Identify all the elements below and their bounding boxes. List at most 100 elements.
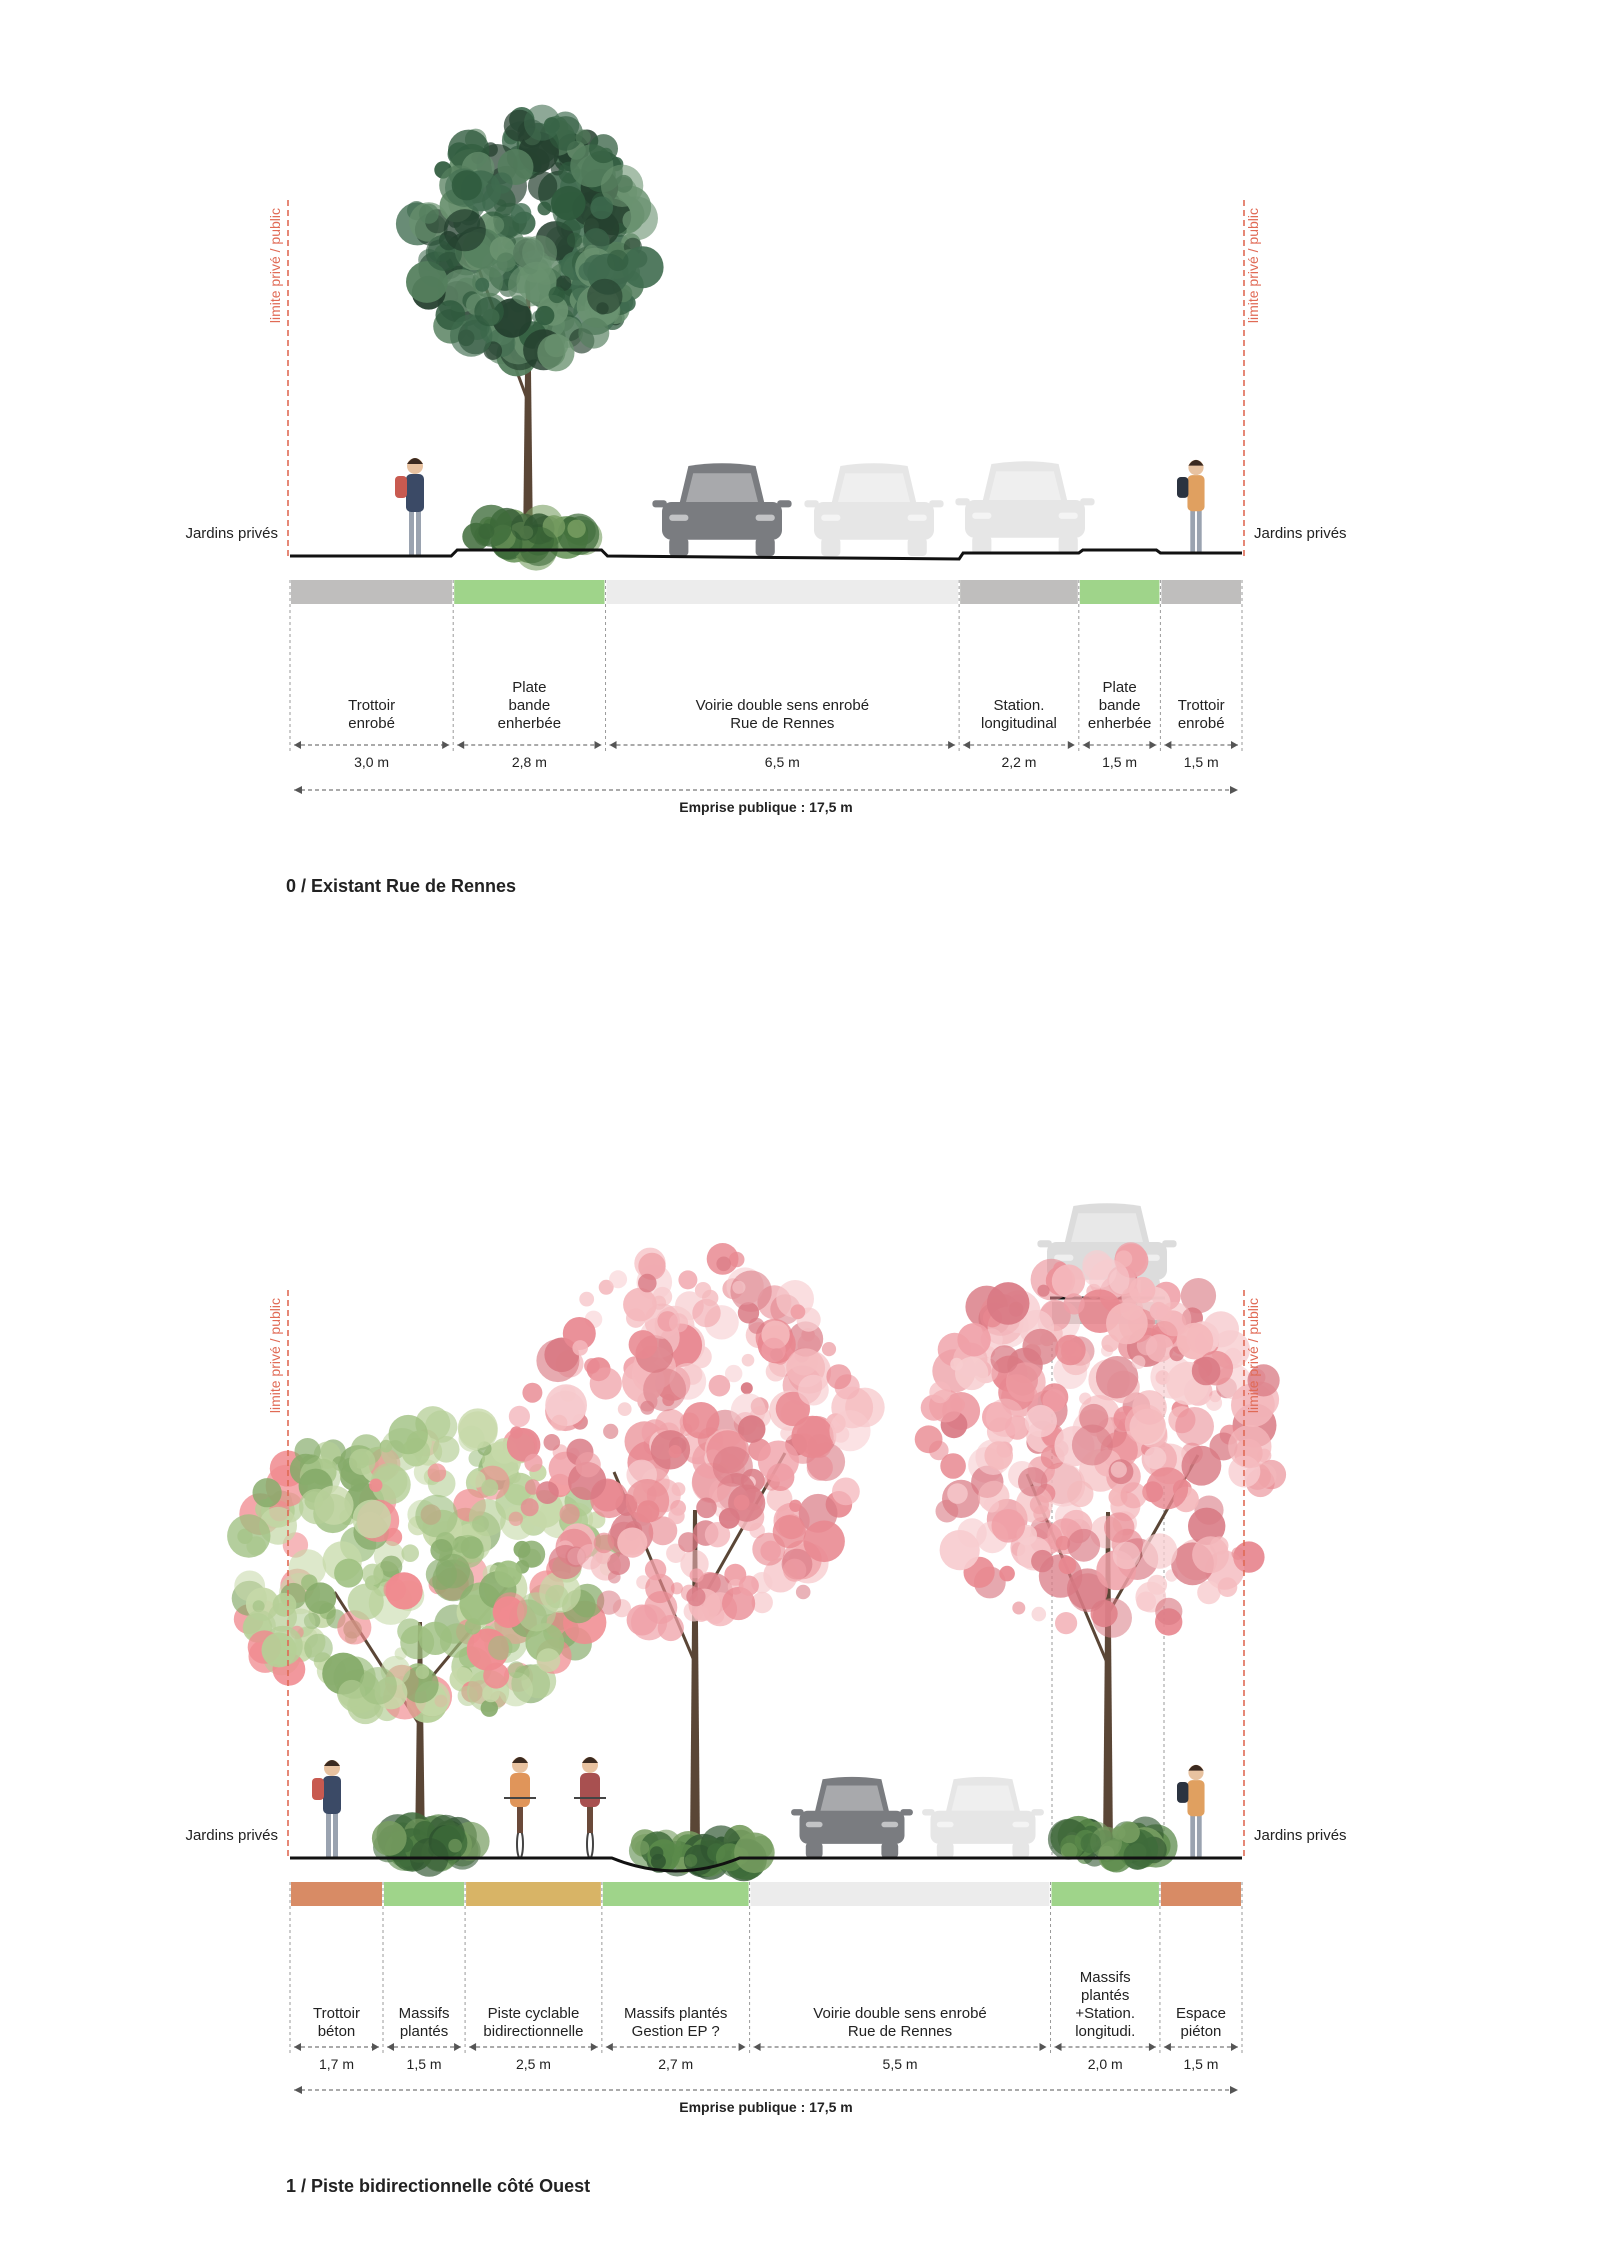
foliage-dab <box>1012 1601 1026 1615</box>
foliage-dab <box>712 1446 753 1487</box>
foliage-dab <box>649 1846 664 1860</box>
foliage-dab <box>1131 1355 1146 1369</box>
foliage-dab <box>590 196 614 220</box>
person-leg <box>1196 1812 1202 1858</box>
foliage-dab <box>481 1479 499 1497</box>
foliage-dab <box>1155 1370 1170 1385</box>
section-caption: 0 / Existant Rue de Rennes <box>286 876 516 896</box>
person-hair <box>1188 459 1204 466</box>
tree-pink-right <box>914 1242 1287 1852</box>
segment-dimension-1: 1,7 m <box>319 2056 354 2072</box>
foliage-dab <box>600 164 644 207</box>
person-leg <box>1190 507 1196 553</box>
grass-strip <box>462 504 603 571</box>
foliage-dab <box>551 1414 568 1431</box>
car-light <box>881 1821 899 1828</box>
foliage-dab <box>1206 1394 1223 1411</box>
cyclist-torso <box>580 1773 600 1807</box>
foliage-dab <box>725 1364 743 1383</box>
bicycle-wheel <box>516 1829 524 1859</box>
foliage-dab <box>668 1313 689 1333</box>
car-roof <box>678 463 766 507</box>
foliage-dab <box>589 134 618 164</box>
foliage-dab <box>524 104 561 141</box>
pedestrian-left <box>312 1760 341 1858</box>
car-light <box>907 514 927 521</box>
segment-label-1: Trottoir <box>313 2005 360 2022</box>
foliage-dab <box>628 1330 658 1359</box>
foliage-dab <box>696 1497 717 1519</box>
foliage-dab <box>1104 1512 1135 1543</box>
car-mirror <box>1037 1240 1052 1248</box>
foliage-dab <box>470 504 513 547</box>
segment-label-4: longitudinal <box>981 715 1057 732</box>
person-hair <box>407 458 423 464</box>
foliage-dab <box>1120 1482 1147 1509</box>
segment-label-5: Plate <box>1102 679 1136 696</box>
foliage-dab <box>1110 1461 1127 1478</box>
car-moving-faded <box>922 1776 1044 1858</box>
foliage-dab <box>748 1317 765 1334</box>
foliage-dab <box>1055 1612 1078 1635</box>
foliage-dab <box>1112 1541 1141 1570</box>
foliage-dab <box>668 1507 685 1525</box>
foliage-dab <box>671 1482 686 1496</box>
segment-label-4: Massifs plantés <box>624 2005 727 2022</box>
foliage-dab <box>508 1511 523 1527</box>
foliage-dab <box>929 1440 949 1461</box>
car-wheel <box>821 538 841 556</box>
person-leg <box>1196 507 1202 553</box>
segment-label-2: Massifs <box>399 2005 450 2022</box>
dimension-arrowheads <box>605 2043 746 2051</box>
foliage-dab <box>415 1665 430 1679</box>
foliage-dab <box>347 1583 384 1620</box>
foliage-dab <box>268 1602 297 1632</box>
foliage-dab <box>536 1481 559 1504</box>
foliage-dab <box>227 1514 271 1558</box>
foliage-dab <box>751 1591 773 1614</box>
foliage-dab <box>795 1584 811 1600</box>
cyclist-2 <box>574 1757 606 1859</box>
foliage-dab <box>760 1540 781 1562</box>
foliage-dab <box>603 1423 619 1439</box>
foliage-dab <box>740 1382 753 1395</box>
foliage-dab <box>1042 1389 1066 1413</box>
foliage-dab <box>617 1527 648 1558</box>
foliage-dab <box>522 1382 543 1403</box>
foliage-dab <box>622 210 643 231</box>
foliage-dab <box>702 1289 719 1307</box>
car-mirror <box>791 1809 804 1816</box>
person-leg <box>333 1810 338 1858</box>
segment-bar-4 <box>602 1882 749 1906</box>
foliage-dab <box>567 519 586 538</box>
foliage-dab <box>682 1402 720 1439</box>
car-mirror <box>929 500 944 508</box>
car-wheel <box>936 1842 954 1858</box>
foliage-dab <box>693 1605 710 1622</box>
car-mirror <box>1080 498 1095 506</box>
limit-label: limite privé / public <box>267 1298 283 1413</box>
foliage-dab <box>929 1381 952 1404</box>
foliage-dab <box>512 236 545 269</box>
car-windshield <box>838 473 910 502</box>
foliage-dab <box>1118 1821 1140 1844</box>
foliage-dab <box>349 1448 376 1476</box>
limit-label: limite privé / public <box>267 208 283 323</box>
foliage-dab <box>1155 1597 1183 1625</box>
car-wheel <box>1058 536 1078 554</box>
foliage-dab <box>991 1509 1026 1543</box>
car-mirror <box>777 500 792 508</box>
segment-label-6: Trottoir <box>1178 697 1225 714</box>
car-wheel <box>1012 1842 1030 1858</box>
foliage-dab <box>623 1287 657 1322</box>
foliage-dab <box>1141 1533 1178 1569</box>
foliage-dab <box>1144 1446 1167 1470</box>
foliage-dab <box>718 1507 740 1529</box>
foliage-dab <box>1005 1362 1046 1402</box>
foliage-dab <box>298 1488 335 1525</box>
foliage-dab <box>468 1499 506 1537</box>
car-windshield <box>989 471 1061 500</box>
foliage-dab <box>704 1522 731 1548</box>
foliage-dab <box>1247 1364 1280 1397</box>
